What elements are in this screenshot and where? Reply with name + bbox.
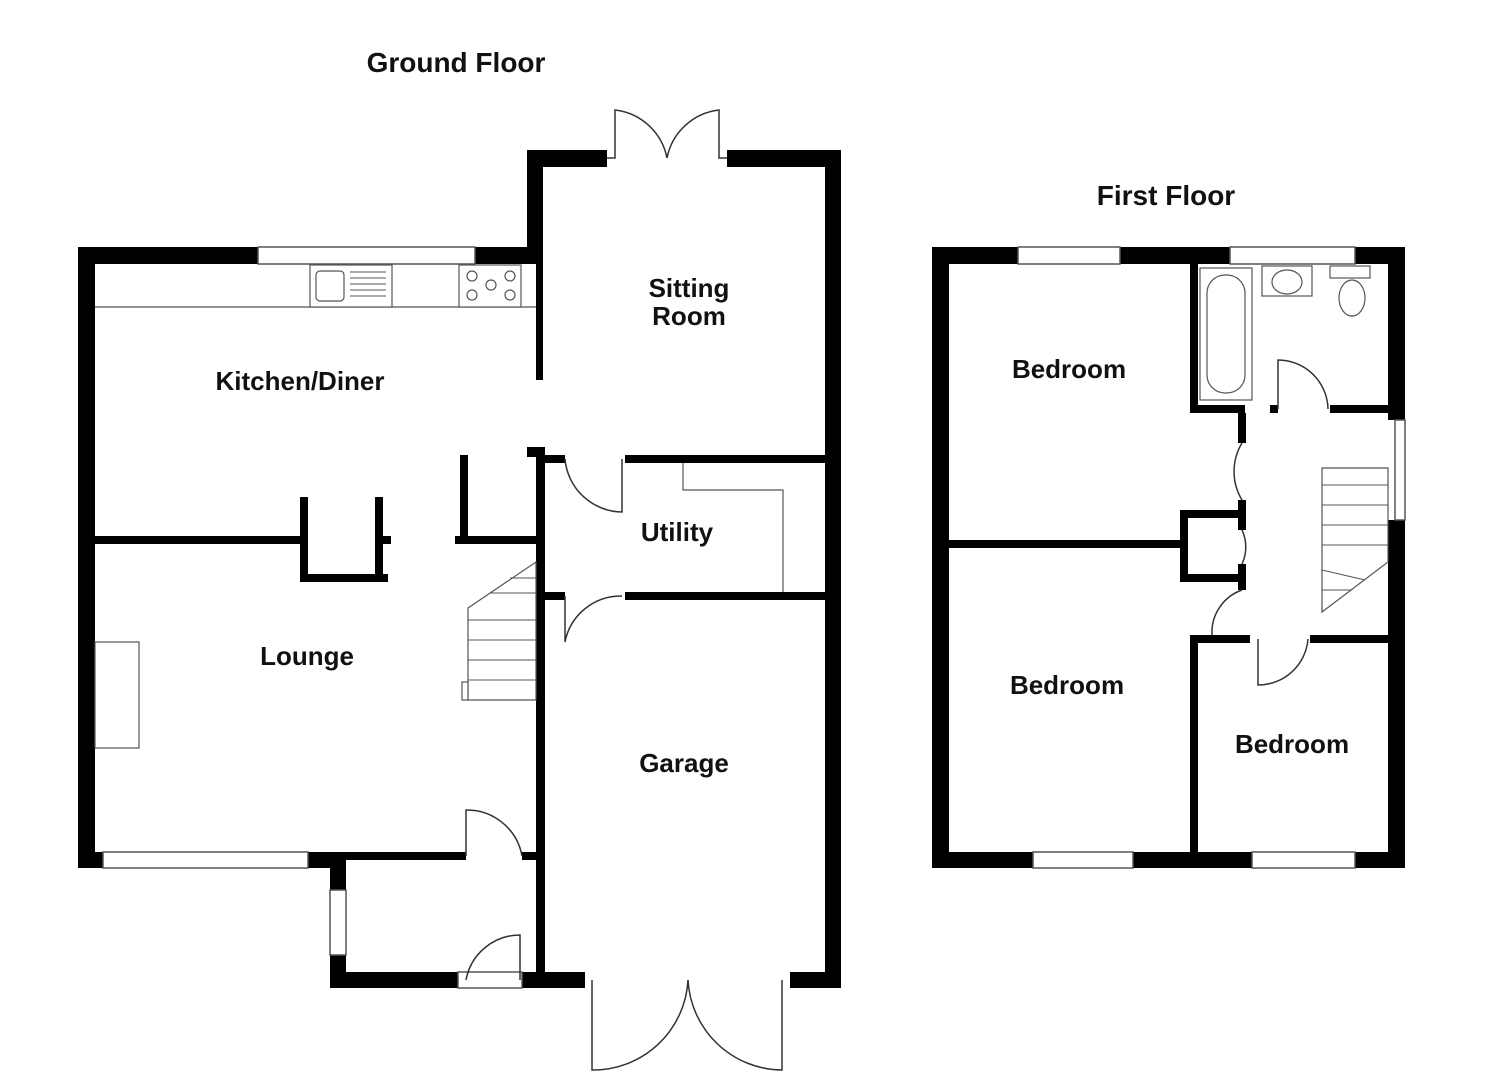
ground-floor-stairs	[461, 560, 537, 701]
room-label-kitchen: Kitchen/Diner	[215, 366, 384, 396]
bedroom-3-window	[1251, 851, 1356, 869]
front-door-frame	[457, 971, 523, 989]
bathroom-door	[1277, 359, 1329, 410]
room-label-bedroom-1: Bedroom	[1012, 354, 1126, 384]
fireplace	[94, 641, 140, 749]
hall-door	[465, 809, 523, 857]
room-label-lounge: Lounge	[260, 641, 354, 671]
room-label-sitting-1: Sitting	[649, 273, 730, 303]
room-label-garage: Garage	[639, 748, 729, 778]
room-label-bedroom-3: Bedroom	[1235, 729, 1349, 759]
bedroom-2-door	[1211, 589, 1243, 636]
ground-floor-walls	[78, 150, 841, 988]
first-floor-stairs	[1321, 467, 1389, 614]
bedroom-3-door	[1257, 638, 1309, 686]
room-label-utility: Utility	[641, 517, 714, 547]
first-floor-title: First Floor	[1097, 180, 1236, 211]
ground-floor-fixtures	[94, 264, 784, 749]
ground-floor-windows	[102, 246, 523, 989]
front-door	[465, 934, 521, 981]
lounge-window	[102, 851, 309, 869]
garage-internal-door	[564, 595, 623, 643]
ground-floor-plan: Ground Floor	[78, 47, 841, 1071]
sitting-french-door-right	[666, 109, 727, 159]
first-floor-plan: First Floor	[932, 180, 1406, 869]
garage-door-right	[687, 979, 783, 1071]
toilet	[1338, 279, 1366, 317]
bathroom-window	[1229, 246, 1356, 265]
room-label-bedroom-2: Bedroom	[1010, 670, 1124, 700]
bedroom-1-door	[1233, 442, 1243, 501]
ground-floor-doors	[465, 109, 783, 1071]
garage-door-left	[591, 979, 689, 1071]
first-floor-doors	[1211, 359, 1329, 686]
toilet-cistern	[1329, 265, 1371, 279]
bedroom-2-window	[1032, 851, 1134, 869]
first-floor-fixtures	[1199, 265, 1389, 614]
room-label-sitting-2: Room	[652, 301, 726, 331]
kitchen-window	[257, 246, 476, 265]
cupboard-door	[1241, 529, 1247, 565]
bedroom-1-window	[1017, 246, 1121, 265]
utility-door-top	[564, 458, 623, 513]
sitting-french-door-left	[607, 109, 668, 159]
ground-floor-title: Ground Floor	[367, 47, 546, 78]
landing-window	[1394, 419, 1406, 521]
porch-window	[329, 889, 347, 956]
first-floor-windows	[1017, 246, 1406, 869]
utility-worktop	[682, 463, 784, 592]
